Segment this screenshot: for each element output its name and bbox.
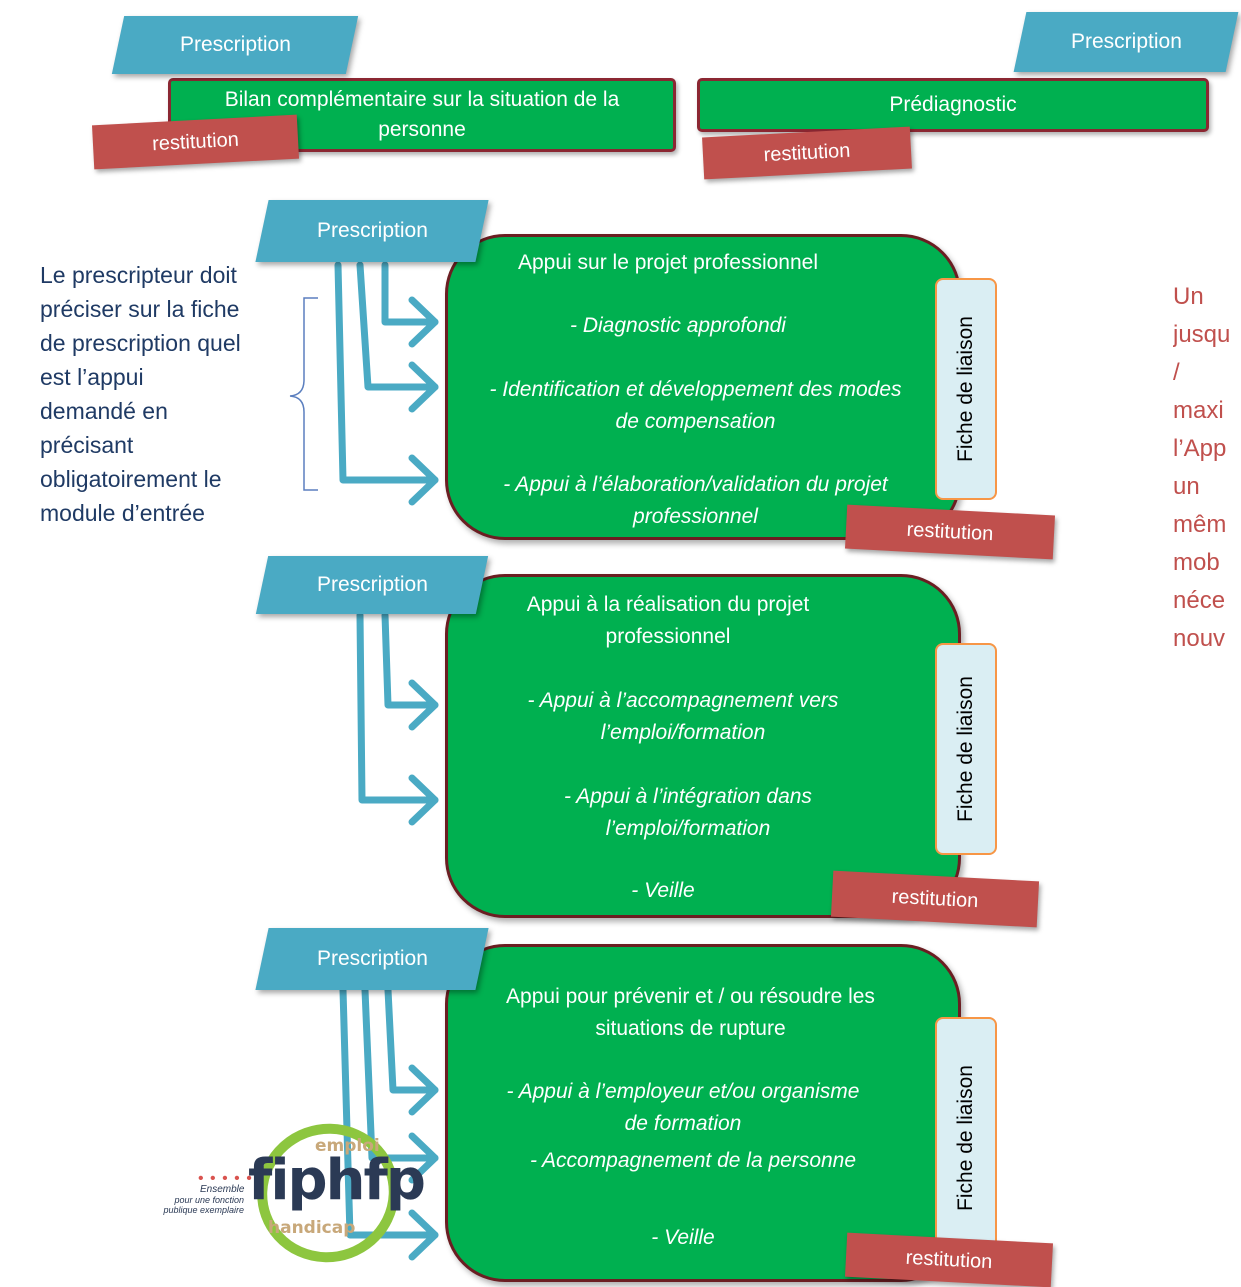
right-note-line: un: [1173, 473, 1200, 500]
right-note-line: mêm: [1173, 511, 1227, 538]
module-1-item: - Appui à l’élaboration/validation du pr…: [503, 473, 888, 528]
logo-tagline-2: pour une fonction: [174, 1195, 244, 1205]
restitution-top-left-label: restitution: [151, 128, 240, 155]
prediagnostic-box: Prédiagnostic: [697, 78, 1209, 132]
right-note-line: néce: [1173, 587, 1226, 614]
arrow-1-2-head: [408, 361, 439, 413]
right-note-line: l’App: [1173, 435, 1227, 462]
logo-tagline-3: publique exemplaire: [163, 1205, 244, 1215]
module-2-prescription-label: Prescription: [316, 573, 428, 596]
module-2-title: Appui à la réalisation du projet profess…: [526, 593, 810, 648]
module-1-fiche[interactable]: Fiche de liaison: [935, 278, 997, 500]
logo-tagline-1: Ensemble: [200, 1184, 245, 1195]
module-1-prescription-label: Prescription: [316, 219, 428, 242]
prescription-top-left[interactable]: Prescription: [111, 16, 359, 74]
arrow-3-3-head: [408, 1209, 439, 1261]
logo-top-word: emploi: [315, 1136, 380, 1156]
module-1-box: Appui sur le projet professionnel - Diag…: [445, 234, 961, 540]
prescription-top-left-label: Prescription: [179, 33, 291, 56]
module-2-item: - Appui à l’accompagnement vers l’emploi…: [527, 689, 839, 744]
logo-dots: • • • • •: [198, 1170, 253, 1187]
arrow-2-1: [381, 611, 439, 709]
module-3-item: - Appui à l’employeur et/ou organisme de…: [506, 1080, 860, 1135]
module-3-fiche-label: Fiche de liaison: [954, 1065, 978, 1211]
module-1-item: - Identification et développement des mo…: [489, 378, 902, 433]
right-note: Un jusqu / maxi l’App un mêm mob néce no…: [1173, 278, 1241, 658]
arrow-1-1-head: [408, 296, 439, 348]
module-3-fiche[interactable]: Fiche de liaison: [935, 1017, 997, 1259]
module-3-item: - Veille: [651, 1226, 715, 1249]
module-3-item: - Accompagnement de la personne: [529, 1149, 857, 1172]
prescription-top-right[interactable]: Prescription: [1013, 12, 1239, 72]
right-note-line: maxi: [1173, 397, 1224, 424]
right-note-line: Un: [1173, 283, 1204, 310]
fiphfp-logo: emploi fiphfp handicap • • • • • Ensembl…: [160, 1118, 426, 1268]
arrow-3-1: [384, 986, 439, 1094]
arrow-1-3: [334, 261, 439, 484]
arrow-2-1-head: [408, 679, 439, 731]
module-1-item: - Diagnostic approfondi: [570, 314, 786, 337]
right-note-line: nouv: [1173, 625, 1226, 652]
module-3-title: Appui pour prévenir et / ou résoudre les…: [506, 985, 875, 1040]
logo-name: fiphfp: [248, 1148, 426, 1213]
prescription-top-right-label: Prescription: [1070, 30, 1182, 53]
module-1-title: Appui sur le projet professionnel: [517, 251, 818, 274]
right-note-line: /: [1173, 359, 1180, 386]
right-note-line: mob: [1173, 549, 1220, 576]
module-2-item: - Appui à l’intégration dans l’emploi/fo…: [564, 785, 812, 840]
arrow-1-1: [381, 261, 439, 326]
module-1-fiche-label: Fiche de liaison: [954, 316, 978, 462]
bilan-box-label: Bilan complémentaire sur la situation de…: [224, 88, 620, 141]
bilan-box: Bilan complémentaire sur la situation de…: [168, 78, 676, 152]
arrow-3-1-head: [408, 1064, 439, 1116]
module-2-box: Appui à la réalisation du projet profess…: [445, 574, 961, 918]
side-brace: [289, 297, 318, 491]
side-note: Le prescripteur doit préciser sur la fic…: [40, 258, 245, 530]
arrow-3-3: [339, 986, 439, 1239]
side-note-text: Le prescripteur doit préciser sur la fic…: [40, 262, 241, 526]
prediagnostic-box-label: Prédiagnostic: [889, 93, 1017, 116]
module-3-prescription-label: Prescription: [316, 947, 428, 970]
module-1-restitution-label: restitution: [906, 518, 994, 545]
module-1-prescription[interactable]: Prescription: [255, 200, 489, 262]
restitution-top-right-label: restitution: [763, 139, 851, 166]
arrow-2-2-head: [408, 774, 439, 826]
module-2-restitution-label: restitution: [891, 885, 979, 912]
logo-bottom-word: handicap: [268, 1218, 356, 1238]
module-3-restitution-label: restitution: [905, 1246, 993, 1273]
module-2-fiche[interactable]: Fiche de liaison: [935, 643, 997, 855]
logo-ring: [257, 1123, 399, 1263]
module-3-box: Appui pour prévenir et / ou résoudre les…: [445, 944, 961, 1282]
arrow-3-2: [361, 986, 439, 1162]
arrow-3-2-head: [408, 1132, 439, 1184]
module-2-item: - Veille: [631, 879, 695, 902]
arrow-1-3-head: [408, 454, 439, 506]
module-3-prescription[interactable]: Prescription: [255, 928, 489, 990]
module-2-fiche-label: Fiche de liaison: [954, 676, 978, 822]
module-2-prescription[interactable]: Prescription: [255, 556, 489, 614]
arrow-2-2: [356, 611, 439, 804]
right-note-line: jusqu: [1173, 321, 1231, 348]
arrow-1-2: [356, 261, 439, 391]
